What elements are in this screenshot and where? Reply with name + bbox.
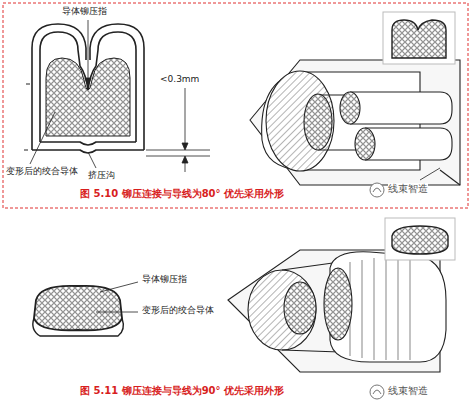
inset-section [392,226,448,254]
part-label: 变形后的绞合导体 [6,166,78,177]
crimp-3d-view-90 [228,250,446,372]
watermark: 线束智造 [388,385,428,397]
crimp-3d-view [250,60,460,185]
figure-frame [3,3,468,208]
dimension: <0.3mm [160,74,199,85]
watermark: 线束智造 [388,183,428,195]
inset-frame [383,12,455,64]
part-label: 挤压沟 [88,170,115,181]
part-label: 变形后的绞合导体 [142,305,214,316]
figure-caption: 图 5.11 铆压连接与导线为90° 优先采用外形 [80,385,284,397]
part-label: 导体铆压指 [62,6,107,17]
inset-frame [385,218,455,260]
part-label: 导体铆压指 [142,274,187,285]
figure-caption: 图 5.10 铆压连接与导线为80° 优先采用外形 [80,188,284,200]
flat-crimp-section [34,286,122,330]
inset-section [392,20,446,58]
